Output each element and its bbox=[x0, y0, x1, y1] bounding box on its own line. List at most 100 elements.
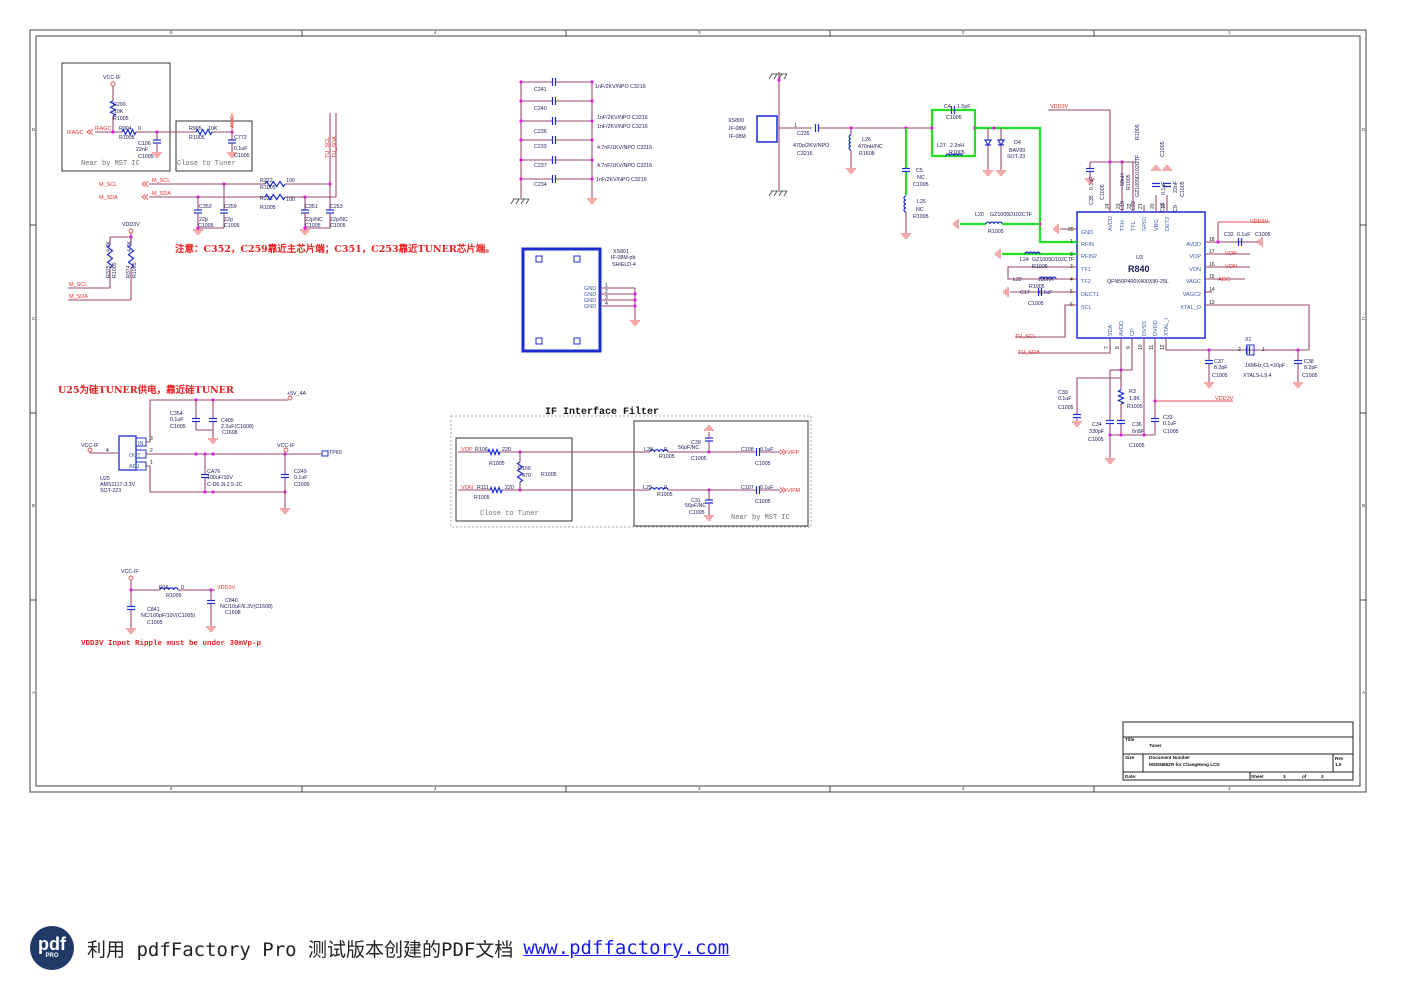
agc-label: 22p/NC bbox=[330, 217, 348, 223]
tuner-label: 14 bbox=[1209, 287, 1215, 293]
agc-label: R200 bbox=[113, 102, 126, 108]
offpage-arrow-icon bbox=[141, 181, 149, 187]
diode-symbol bbox=[983, 139, 993, 147]
tuner-label: C5 bbox=[916, 168, 923, 174]
resistor-symbol bbox=[127, 244, 135, 269]
tuner-label: 180nH bbox=[1038, 277, 1054, 283]
power-label: +5V_4A bbox=[287, 391, 306, 397]
ground-icon bbox=[996, 170, 1006, 176]
agc-label: 10K bbox=[208, 126, 218, 132]
tuner-label: 13 bbox=[1209, 300, 1215, 306]
tuner-label: XS800 bbox=[728, 118, 744, 124]
ripple-note: VDD3V Input Ripple must be under 30mVp-p bbox=[81, 640, 262, 648]
power-label: 100uF/16V bbox=[207, 475, 233, 481]
tuner-label: 8.2pF bbox=[1214, 365, 1228, 371]
border-row-label: A bbox=[1362, 690, 1365, 695]
tuner-label: GPIO bbox=[1142, 217, 1148, 231]
border-column-label: 1 bbox=[1228, 30, 1231, 35]
tuner-label: L20 bbox=[975, 212, 984, 218]
tuner-label: C1005 bbox=[1212, 373, 1228, 379]
junction-dot bbox=[194, 452, 198, 456]
watermark-text: 利用 pdfFactory Pro 测试版本创建的PDF文档 bbox=[87, 938, 514, 961]
tuner-label: 1 bbox=[1070, 239, 1073, 245]
diode-symbol bbox=[996, 139, 1006, 147]
cbank-label: 4.7nF/1KV/NPO C3216 bbox=[597, 145, 652, 151]
tuner-label: 22 bbox=[1127, 203, 1133, 209]
filter-label: 220 bbox=[502, 447, 511, 453]
tuner-label: TF2 bbox=[1081, 279, 1091, 285]
filter-label: C39 bbox=[691, 440, 701, 446]
agc-label: C1005 bbox=[330, 223, 346, 229]
tuner-label: VON bbox=[1189, 267, 1201, 273]
junction-dot bbox=[1216, 240, 1220, 244]
border-column-label: 4 bbox=[434, 30, 437, 35]
power-label: C1005 bbox=[147, 620, 163, 626]
capacitor-symbol bbox=[201, 473, 209, 479]
junction-dot bbox=[519, 119, 523, 123]
highlighted-wire bbox=[930, 108, 977, 128]
cbank-label: C237 bbox=[534, 163, 547, 169]
tuner-label: C1005 bbox=[946, 115, 962, 121]
ground-icon bbox=[1053, 224, 1059, 234]
capacitor-symbol bbox=[551, 175, 557, 183]
inductor-symbol bbox=[1024, 251, 1041, 255]
tuner-label: C1005 bbox=[1160, 141, 1166, 157]
tuner-label: R3 bbox=[1129, 389, 1136, 395]
cbank-label: 1nF/2KV/NPO C3216 bbox=[596, 177, 647, 183]
xs800-connector-body bbox=[756, 115, 778, 143]
filter-label: R1005 bbox=[489, 461, 505, 467]
ground-icon bbox=[126, 628, 136, 634]
capacitor-symbol bbox=[1117, 419, 1125, 425]
tuner-label: C9 bbox=[1173, 205, 1179, 212]
tuner-label: 0.1uF bbox=[1237, 232, 1251, 238]
capacitor-symbol bbox=[281, 473, 289, 479]
tuner-label: C38 bbox=[1304, 359, 1314, 365]
ground-icon bbox=[983, 170, 993, 176]
agc-label: R1005 bbox=[119, 135, 135, 141]
junction-dot bbox=[196, 226, 200, 230]
resistor-symbol bbox=[489, 485, 503, 495]
pdffactory-link[interactable]: www.pdffactory.com bbox=[523, 937, 730, 959]
agc-label: C259 bbox=[224, 204, 237, 210]
junction-dot bbox=[930, 126, 934, 130]
u25-power-note: U25为硅TUNER供电，靠近硅TUNER bbox=[58, 384, 234, 396]
ground-icon bbox=[206, 626, 216, 632]
tuner-label: AVDD bbox=[1119, 321, 1125, 336]
power-label: C1005 bbox=[294, 482, 310, 488]
border-column-label: 5 bbox=[170, 30, 173, 35]
filter-label: 56pF/NC bbox=[685, 503, 706, 509]
border-column-label: 1 bbox=[1228, 786, 1231, 791]
agc-label: M_SDA bbox=[69, 294, 88, 300]
power-label: OUT bbox=[129, 453, 141, 459]
chassis-hatch bbox=[783, 73, 788, 80]
title-block: Title Tuner Size Document Number MSD6I86… bbox=[1122, 721, 1354, 781]
capacitor-symbol bbox=[1151, 417, 1159, 423]
ground-icon bbox=[630, 320, 640, 326]
power-port-icon bbox=[110, 81, 116, 87]
pdffactory-logo: pdf PRO bbox=[30, 926, 74, 970]
tuner-label: 1.5pF bbox=[957, 104, 971, 110]
tuner-label: NC bbox=[917, 175, 925, 181]
power-label: C1608 bbox=[225, 610, 241, 616]
offpage-arrow-icon bbox=[779, 449, 787, 455]
tuner-label: 0.1uF bbox=[1039, 290, 1053, 296]
tuner-label: L23 bbox=[1131, 201, 1137, 210]
agc-label: 4.7K bbox=[106, 241, 112, 252]
ground-icon bbox=[1003, 287, 1009, 297]
junction-dot bbox=[992, 126, 996, 130]
border-row-label: B bbox=[1362, 503, 1365, 508]
tuner-label: 15 bbox=[1209, 274, 1215, 280]
tuner-label: C1005 bbox=[1129, 443, 1145, 449]
tuner-label: TF1 bbox=[1081, 267, 1091, 273]
filter-label: R111 bbox=[477, 485, 489, 491]
filter-label: C107 bbox=[741, 485, 754, 491]
tuner-label: C35 bbox=[1089, 195, 1095, 205]
junction-dot bbox=[590, 138, 594, 142]
capacitor-symbol bbox=[551, 78, 557, 86]
tuner-label: C1005 bbox=[1163, 429, 1179, 435]
xs801-label: GND bbox=[584, 292, 596, 298]
agc-label: R1005 bbox=[113, 116, 129, 122]
agc-label: C1005 bbox=[138, 154, 154, 160]
ground-icon bbox=[846, 168, 856, 174]
power-label: IN bbox=[138, 441, 144, 447]
